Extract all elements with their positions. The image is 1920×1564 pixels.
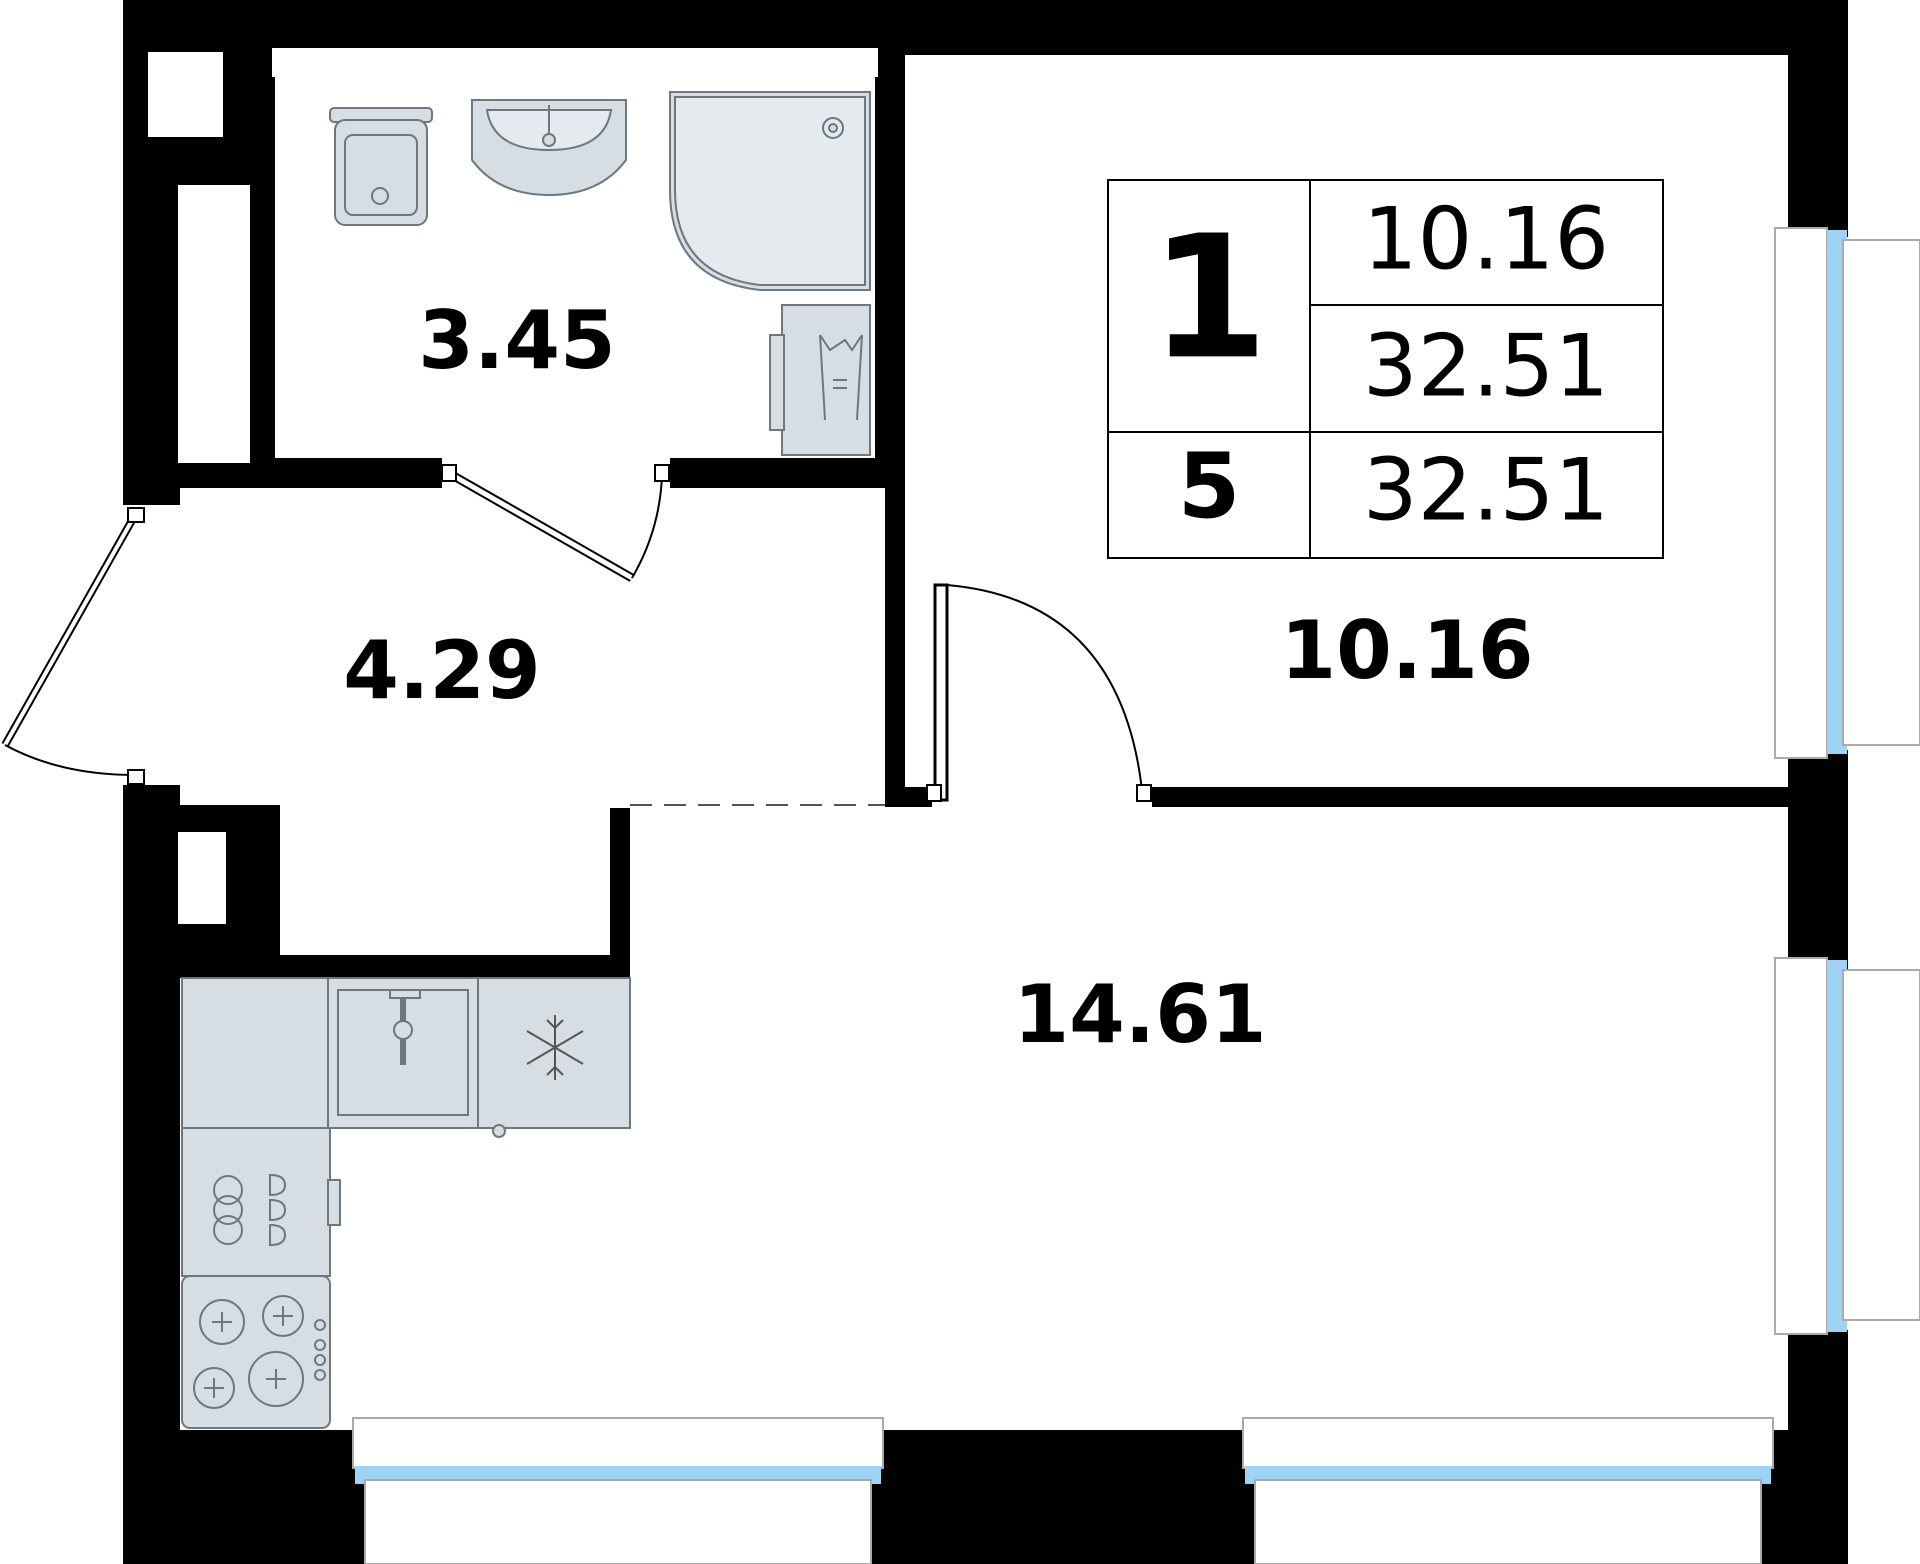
oven-icon <box>181 1127 341 1277</box>
window-right-lower <box>1774 957 1920 1335</box>
sink-icon <box>327 977 479 1129</box>
wall-bedroom-bottom <box>1150 787 1790 807</box>
bathroom-fixtures <box>329 91 871 456</box>
wall-hall-lower-bottom <box>180 955 630 978</box>
living-room <box>630 807 1788 1430</box>
kitchen-fixtures <box>181 977 631 1429</box>
wall-bedroom-bottom-left <box>885 787 935 807</box>
windows <box>352 227 1920 1564</box>
hallway-area-label: 4.29 <box>343 624 540 717</box>
wall-bottom-middle <box>880 1430 1245 1564</box>
wall-right-bottom <box>1788 1330 1848 1564</box>
kitchen-living-area-label: 14.61 <box>1013 968 1266 1061</box>
wall-bathroom-bottom-right <box>670 458 905 488</box>
bedroom-door-swing <box>946 584 1143 791</box>
entrance-door <box>1 505 180 785</box>
bathroom-gap-line <box>272 48 878 51</box>
floor-value: 5 <box>1178 434 1241 539</box>
total-area-value: 32.51 <box>1363 316 1609 416</box>
wall-hall-right <box>885 485 905 805</box>
washbasin-icon <box>471 99 627 197</box>
window-bottom-right <box>1242 1417 1774 1564</box>
top-wall-cover <box>123 0 1788 48</box>
bedroom-door-leaf <box>933 583 949 802</box>
cooktop-icon <box>181 1275 331 1429</box>
hallway-lower <box>280 805 610 955</box>
info-table <box>1107 179 1664 559</box>
entrance-door-swing <box>4 744 136 776</box>
fridge-icon <box>477 977 631 1138</box>
shaft-3 <box>178 832 226 924</box>
bedroom <box>905 55 1788 787</box>
shaft-2 <box>178 185 250 463</box>
washing-machine-icon <box>769 304 871 456</box>
bedroom-door <box>926 583 1152 809</box>
wall-right-middle <box>1788 750 1848 970</box>
bathroom-door <box>441 464 670 582</box>
shaft-1 <box>148 52 223 137</box>
window-right-upper <box>1774 227 1920 759</box>
counter-corner <box>181 977 329 1129</box>
wall-hall-lower-right <box>610 808 630 978</box>
entrance-opening <box>110 505 180 785</box>
bedroom-area-label: 10.16 <box>1280 604 1533 697</box>
hallway <box>180 488 885 805</box>
wall-insets <box>148 50 878 924</box>
total-area-value-2: 32.51 <box>1363 440 1609 540</box>
bathroom-door-swing <box>631 474 663 579</box>
window-bottom-left <box>352 1417 884 1564</box>
living-area-value: 10.16 <box>1363 189 1609 289</box>
wall-bathroom-right <box>875 55 905 485</box>
top-wall-gap <box>272 50 878 60</box>
wall-right-top <box>1788 0 1848 237</box>
bathroom-area-label: 3.45 <box>418 294 615 387</box>
shower-icon <box>669 91 871 291</box>
toilet-icon <box>329 107 433 226</box>
rooms-count: 1 <box>1150 199 1268 397</box>
